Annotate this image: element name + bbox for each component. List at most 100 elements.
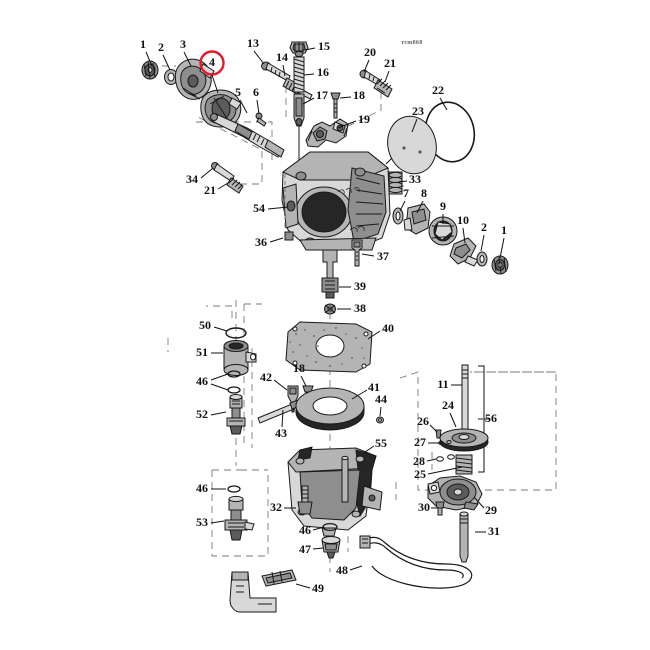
- callout-number-48[interactable]: 48: [336, 563, 348, 577]
- callout-number-16[interactable]: 16: [317, 65, 329, 79]
- callout-number-3[interactable]: 3: [180, 37, 186, 51]
- callout-number-55[interactable]: 55: [375, 436, 387, 450]
- callout-number-11[interactable]: 11: [437, 377, 448, 391]
- callout-leader-42: [273, 379, 288, 391]
- part-group-34-21: [211, 162, 244, 194]
- callout-number-30[interactable]: 30: [418, 500, 430, 514]
- highlight-circle-part-4: [199, 50, 225, 76]
- callout-number-26[interactable]: 26: [417, 414, 429, 428]
- callout-number-50[interactable]: 50: [199, 318, 211, 332]
- callout-number-51[interactable]: 51: [196, 345, 208, 359]
- callout-leader-41: [351, 389, 368, 400]
- callout-number-54[interactable]: 54: [253, 201, 265, 215]
- part-group-20-21: [359, 69, 393, 98]
- callout-leader-53: [210, 520, 225, 524]
- callout-number-25[interactable]: 25: [414, 467, 426, 481]
- callout-number-2[interactable]: 2: [158, 40, 164, 54]
- callout-leader-lines: [145, 47, 505, 589]
- callout-leader-21: [217, 182, 229, 190]
- callout-number-43[interactable]: 43: [275, 426, 287, 440]
- callout-number-1[interactable]: 1: [140, 37, 146, 51]
- callout-leader-20: [363, 59, 370, 73]
- callout-number-40[interactable]: 40: [382, 321, 394, 335]
- part-group-right-column: [392, 203, 509, 275]
- part-56-bracket: [478, 365, 489, 473]
- callout-number-17[interactable]: 17: [316, 88, 328, 102]
- callout-number-4[interactable]: 4: [209, 55, 215, 69]
- callout-number-9[interactable]: 9: [440, 199, 446, 213]
- callout-number-18[interactable]: 18: [353, 88, 365, 102]
- callout-number-8[interactable]: 8: [421, 186, 427, 200]
- callout-number-52[interactable]: 52: [196, 407, 208, 421]
- callout-number-13[interactable]: 13: [247, 36, 259, 50]
- callout-number-56[interactable]: 56: [485, 411, 497, 425]
- part-46c-o-ring: [227, 485, 241, 493]
- callout-number-29[interactable]: 29: [485, 503, 497, 517]
- callout-number-10[interactable]: 10: [457, 213, 469, 227]
- callout-number-27[interactable]: 27: [414, 435, 426, 449]
- part-38-washer: [324, 303, 336, 315]
- part-6-screw: [255, 112, 267, 127]
- callout-number-22[interactable]: 22: [432, 83, 444, 97]
- part-11-jet-needle: [461, 364, 469, 437]
- callout-number-15[interactable]: 15: [318, 39, 330, 53]
- callout-number-44[interactable]: 44: [375, 392, 387, 406]
- callout-number-24[interactable]: 24: [442, 398, 454, 412]
- part-25-slide-spring: [455, 454, 473, 475]
- callout-number-20[interactable]: 20: [364, 45, 376, 59]
- callout-number-38[interactable]: 38: [354, 301, 366, 315]
- callout-number-36[interactable]: 36: [255, 235, 267, 249]
- part-36-plug: [284, 174, 294, 241]
- callout-number-7[interactable]: 7: [403, 186, 409, 200]
- part-24-vacuum-diaphragm: [439, 428, 489, 452]
- callout-number-14[interactable]: 14: [276, 50, 288, 64]
- callout-number-32[interactable]: 32: [270, 500, 282, 514]
- callout-number-31[interactable]: 31: [488, 524, 500, 538]
- part-group-49: [229, 569, 297, 613]
- callout-leader-33: [397, 180, 408, 183]
- callout-leader-2: [162, 54, 171, 71]
- part-2-washer: [164, 69, 178, 85]
- callout-number-41[interactable]: 41: [368, 380, 380, 394]
- callout-number-1[interactable]: 1: [501, 223, 507, 237]
- callout-leader-37: [361, 253, 375, 257]
- part-7-washer: [392, 207, 404, 225]
- callout-number-37[interactable]: 37: [377, 249, 389, 263]
- callout-number-53[interactable]: 53: [196, 515, 208, 529]
- callout-leader-25: [427, 466, 463, 475]
- callout-leader-17: [302, 97, 315, 105]
- callout-number-2[interactable]: 2: [481, 220, 487, 234]
- part-50-o-ring: [225, 327, 247, 339]
- callout-number-39[interactable]: 39: [354, 279, 366, 293]
- part-52-fuel-valve: [226, 394, 246, 435]
- callout-number-46[interactable]: 46: [299, 523, 311, 537]
- callout-number-5[interactable]: 5: [235, 85, 241, 99]
- callout-number-47[interactable]: 47: [299, 542, 311, 556]
- part-group-39-38: [321, 249, 339, 315]
- callout-number-19[interactable]: 19: [358, 112, 370, 126]
- callout-leader-54: [267, 206, 289, 210]
- callout-number-21[interactable]: 21: [384, 56, 396, 70]
- callout-leader-23: [411, 118, 418, 133]
- part-33-boot-spring: [388, 171, 403, 195]
- callout-leader-48: [349, 565, 363, 571]
- part-30-screw: [435, 501, 445, 516]
- callout-number-46[interactable]: 46: [196, 374, 208, 388]
- callout-number-33[interactable]: 33: [409, 172, 421, 186]
- callout-leader-16: [303, 73, 315, 76]
- callout-number-42[interactable]: 42: [260, 370, 272, 384]
- part-group-18-19: [305, 92, 349, 148]
- callout-number-28[interactable]: 28: [413, 454, 425, 468]
- part-group-41-44: [295, 387, 384, 431]
- callout-number-46[interactable]: 46: [196, 481, 208, 495]
- part-15-cap: [289, 41, 309, 57]
- part-10-cam-lever: [449, 237, 479, 267]
- callout-number-18[interactable]: 18: [293, 361, 305, 375]
- callout-leader-29: [473, 496, 485, 509]
- callout-number-6[interactable]: 6: [253, 85, 259, 99]
- callout-number-34[interactable]: 34: [186, 172, 198, 186]
- callout-number-49[interactable]: 49: [312, 581, 324, 595]
- callout-number-21[interactable]: 21: [204, 183, 216, 197]
- part-5-throttle-shaft: [210, 113, 285, 158]
- callout-number-23[interactable]: 23: [412, 104, 424, 118]
